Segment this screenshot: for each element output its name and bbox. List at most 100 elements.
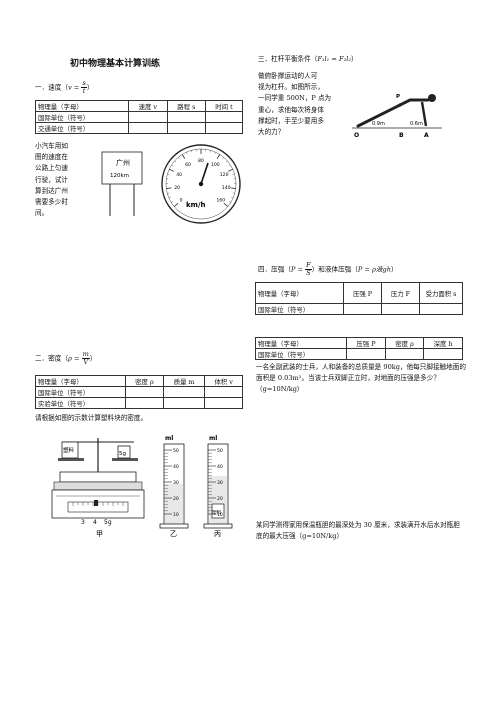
cylinder-tick-label: 20 <box>217 496 223 502</box>
gauge-minor-tick <box>228 201 231 203</box>
gauge-minor-tick <box>167 192 170 194</box>
scale-label-5g: 5g <box>104 519 112 526</box>
speed-formula-lhs: v = <box>67 83 80 92</box>
gauge-minor-tick <box>232 192 235 194</box>
gauge-tick-label: 80 <box>198 158 204 164</box>
fig-label-yi: 乙 <box>170 530 177 538</box>
liquid-pressure-formula: P = ρ液gh <box>357 265 391 274</box>
cylinder-tick-label: 40 <box>173 464 179 470</box>
cylinder-tick-label: 30 <box>217 480 223 486</box>
gauge-minor-tick <box>191 150 192 153</box>
table-row: 实验单位（符号） <box>34 397 243 409</box>
sign-city: 广州 <box>116 158 130 167</box>
cylinder-b-figure: ml 50 40 30 20 10 乙 <box>159 435 189 538</box>
gauge-minor-tick <box>168 197 171 199</box>
gauge-tick-label: 40 <box>176 172 182 178</box>
dist-0-9m: 0.9m <box>372 121 385 127</box>
pressure-question-1: 一名全副武装的士兵，人和装备的总质量是 90kg，他每只脚接触地面的面积是 0.… <box>256 363 466 394</box>
density-question: 请根据如图的示数计算塑料块的密度。 <box>35 414 148 422</box>
weight-label: 5g <box>119 451 126 457</box>
cylinder-tick-label: 10 <box>173 512 179 518</box>
gauge-tick-label: 120 <box>220 172 229 178</box>
table-row: 国际单位（符号） <box>34 386 243 398</box>
gauge-minor-tick <box>174 160 177 163</box>
lever-formula: F₁l₁ = F₂l₂ <box>317 55 352 63</box>
gauge-minor-tick <box>210 150 211 153</box>
road-sign-figure: 广州 120km <box>101 151 143 216</box>
label-b: B <box>399 132 404 139</box>
gauge-unit: km/h <box>186 201 206 209</box>
gauge-minor-tick <box>225 160 228 163</box>
lever-question: 做俯卧撑运动的人可 视为杠杆。如图所示， 一同学重 500N，P 点为 重心，求… <box>258 72 332 137</box>
gauge-minor-tick <box>171 201 174 203</box>
gauge-minor-tick <box>171 164 174 167</box>
label-a: A <box>424 132 429 139</box>
speed-heading-text: 一．速度（ <box>35 83 68 92</box>
pressure-question-2: 某同学测得家用保温瓶胆的最深处为 30 厘米，求装满开水后水对瓶胆底的最大压强（… <box>256 521 460 541</box>
scale-label-3: 3 <box>81 519 85 526</box>
gauge-tick-label: 0 <box>180 197 183 203</box>
gauge-tick-label: 160 <box>216 197 225 203</box>
sign-distance: 120km <box>110 173 129 179</box>
gauge-minor-tick <box>186 152 188 155</box>
gauge-minor-tick <box>222 157 224 160</box>
gauge-minor-tick <box>218 154 220 157</box>
label-p: P <box>396 94 400 100</box>
cylinder-tick-label: 40 <box>217 464 223 470</box>
speed-question: 小汽车用如 图的速度在 公路上匀速 行驶，试计 算到达广州 需要多少时 间。 <box>35 142 68 218</box>
gauge-tick-label: 100 <box>211 162 220 168</box>
gauge-tick-label: 60 <box>185 162 191 168</box>
cyl-b-unit: ml <box>165 435 173 442</box>
fig-label-jia: 甲 <box>96 530 103 538</box>
gauge-minor-tick <box>167 173 170 175</box>
dist-0-6m: 0.6m <box>410 121 423 127</box>
balance-figure: 塑料 5g 3 4 5g 甲 <box>51 438 145 538</box>
gauge-minor-tick <box>232 173 235 175</box>
gauge-minor-tick <box>214 152 216 155</box>
table-row: 国际单位（符号） <box>35 111 244 123</box>
cyl-c-unit: ml <box>209 435 217 442</box>
cylinder-tick-label: 30 <box>173 480 179 486</box>
table-row: 交通单位（符号） <box>35 122 244 134</box>
gauge-minor-tick <box>228 164 231 167</box>
table-row: 国际单位（符号） <box>255 348 463 360</box>
gauge-minor-tick <box>230 169 233 171</box>
label-o: O <box>354 132 359 139</box>
cylinder-c-figure: 塑料 ml 50 40 30 20 10 丙 <box>203 435 233 538</box>
cyl-c-plastic: 塑料 <box>212 509 222 516</box>
gauge-minor-tick <box>178 157 180 160</box>
gauge-tick-label: 20 <box>174 185 180 191</box>
cylinder-tick-label: 10 <box>217 512 223 518</box>
scale-label-4: 4 <box>93 519 97 526</box>
fig-label-bing: 丙 <box>214 530 221 538</box>
gauge-minor-tick <box>169 169 172 171</box>
table-row: 国际单位（符号） <box>254 303 463 315</box>
cylinder-tick-label: 50 <box>217 448 223 454</box>
lever-heading: 三．杠杆平衡条件（F₁l₁ = F₂l₂） <box>258 55 358 63</box>
pushup-figure: P O B A 0.9m 0.6m <box>352 94 442 139</box>
gauge-needle <box>200 162 209 185</box>
gauge-minor-tick <box>174 205 176 207</box>
gauge-minor-tick <box>182 154 184 157</box>
plastic-label: 塑料 <box>63 446 75 454</box>
cylinder-tick-label: 20 <box>173 496 179 502</box>
gauge-tick-label: 140 <box>222 185 231 191</box>
gauge-minor-tick <box>231 197 234 199</box>
page-title: 初中物理基本计算训练 <box>70 59 161 69</box>
cylinder-tick-label: 50 <box>173 448 179 454</box>
